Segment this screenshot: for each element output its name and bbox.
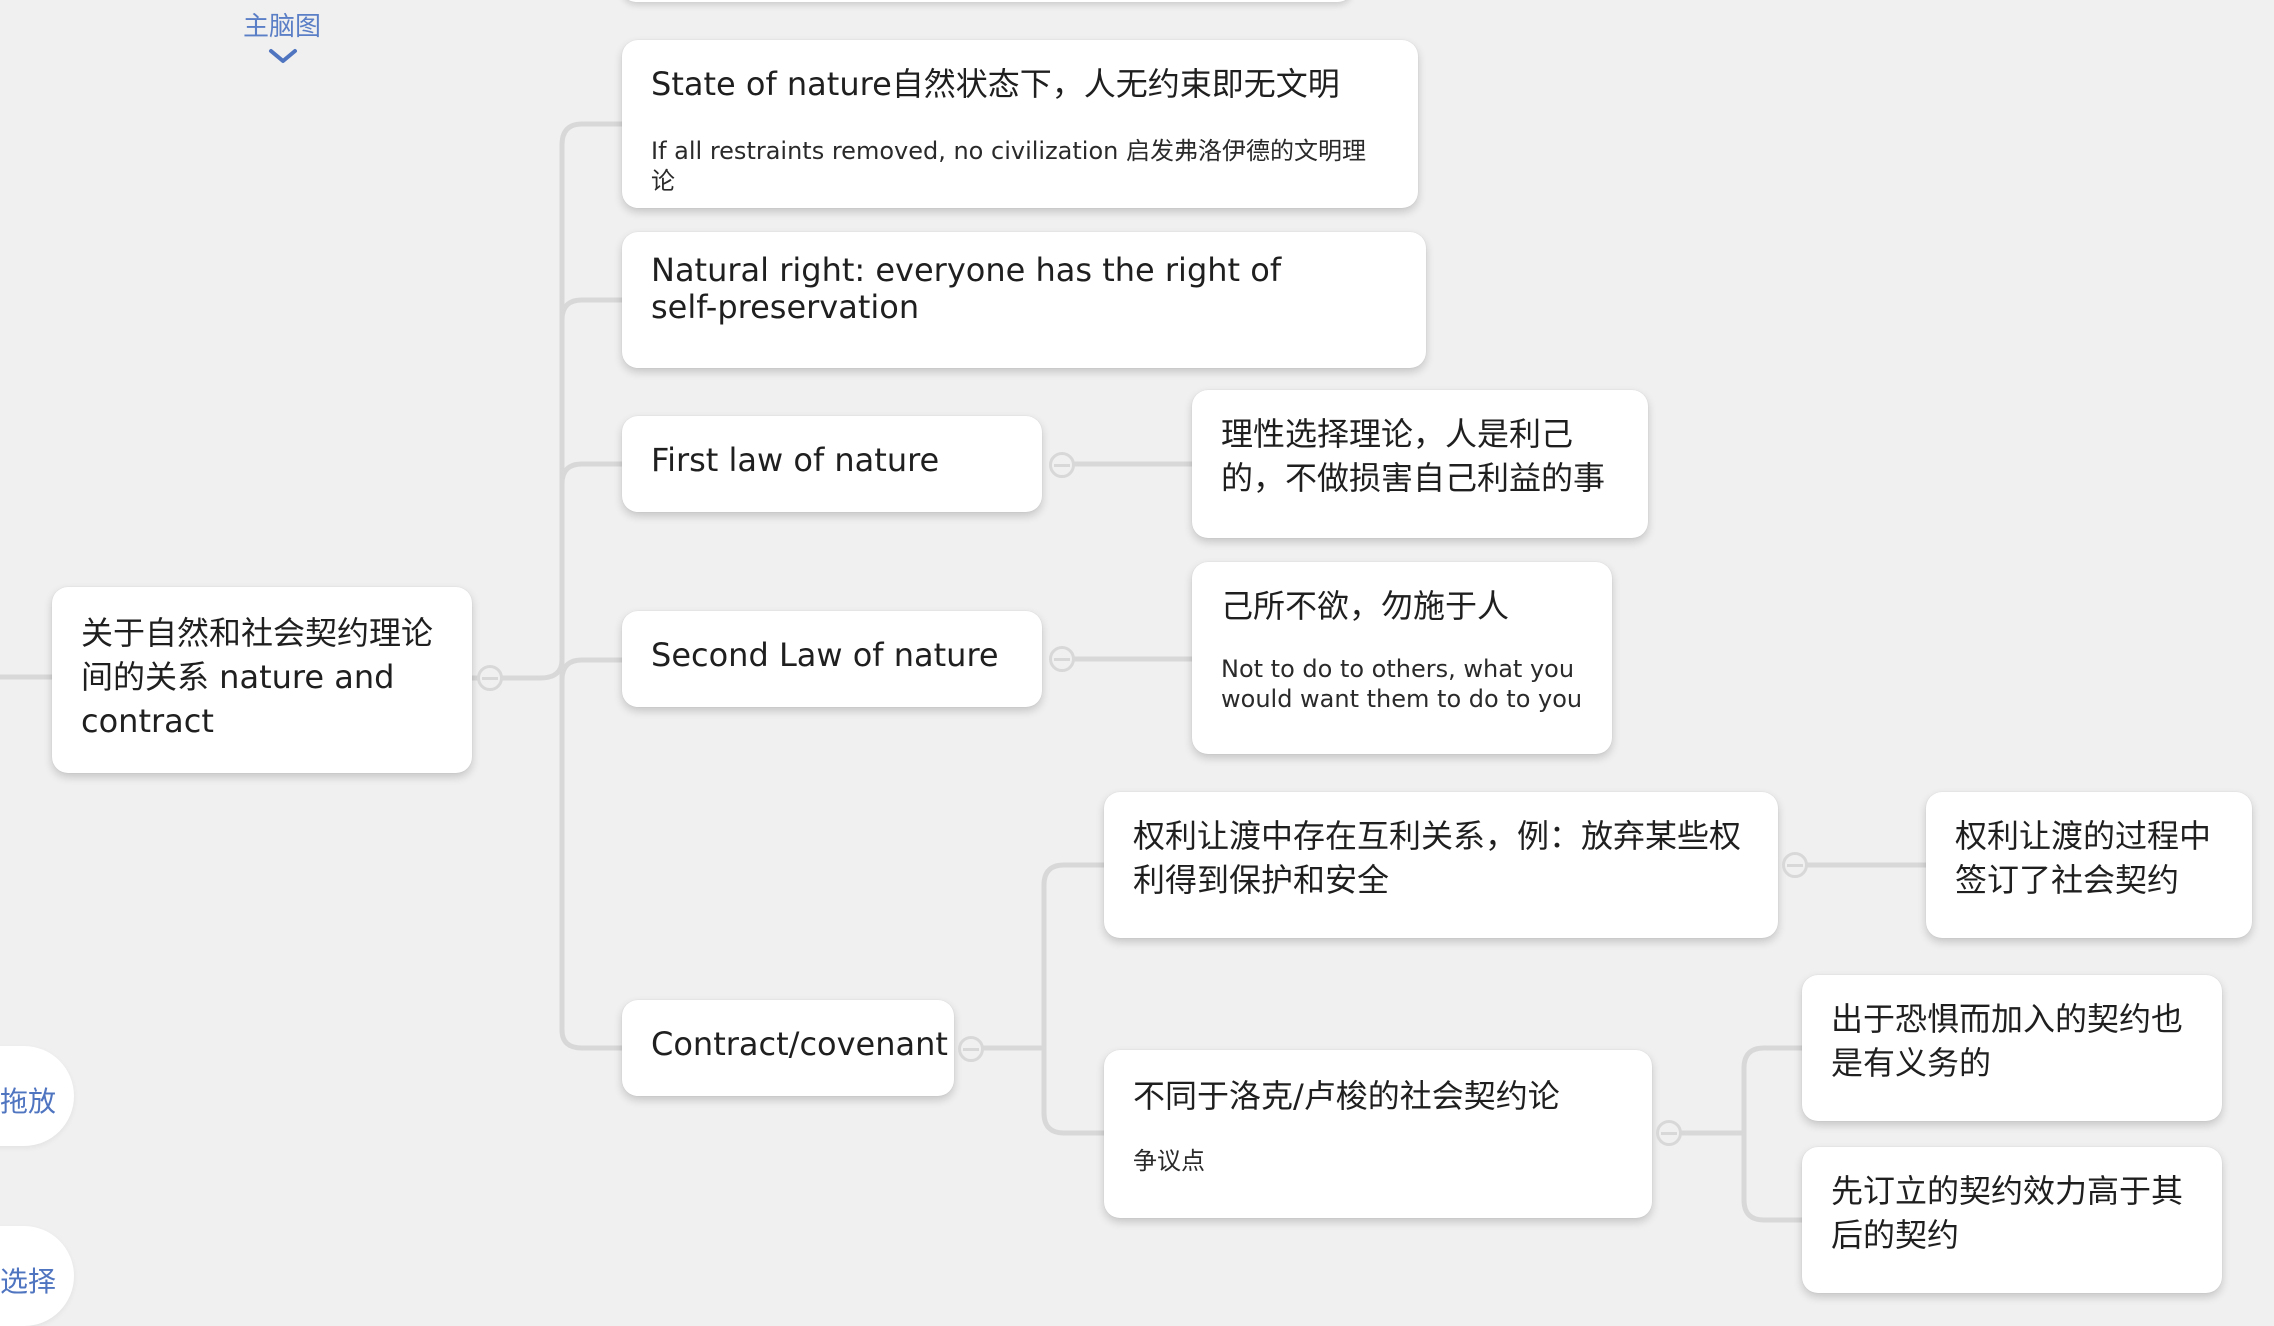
- root-collapse-toggle[interactable]: [477, 665, 503, 691]
- node-natural-right-title: Natural right: everyone has the right of…: [651, 251, 1282, 326]
- node-first-law[interactable]: First law of nature: [622, 416, 1042, 512]
- node-contract[interactable]: Contract/covenant: [622, 1000, 954, 1096]
- second-law-collapse-toggle[interactable]: [1049, 646, 1075, 672]
- node-state-of-nature[interactable]: State of nature自然状态下，人无约束即无文明 If all res…: [622, 40, 1418, 208]
- differs-collapse-toggle[interactable]: [1656, 1120, 1682, 1146]
- node-differs-child-1[interactable]: 出于恐惧而加入的契约也是有义务的: [1802, 975, 2222, 1121]
- node-differs-child-2[interactable]: 先订立的契约效力高于其后的契约: [1802, 1147, 2222, 1293]
- node-state-of-nature-note: If all restraints removed, no civilizati…: [651, 137, 1366, 195]
- node-differs-title: 不同于洛克/卢梭的社会契约论: [1133, 1077, 1560, 1115]
- first-law-collapse-toggle[interactable]: [1049, 452, 1075, 478]
- node-natural-right[interactable]: Natural right: everyone has the right of…: [622, 232, 1426, 368]
- node-second-law-child-note: Not to do to others, what you would want…: [1221, 655, 1583, 713]
- root-node[interactable]: 关于自然和社会契约理论间的关系 nature and contract: [52, 587, 472, 773]
- node-first-law-child-title: 理性选择理论，人是利己的，不做损害自己利益的事: [1221, 415, 1606, 497]
- node-differs-note: 争议点: [1133, 1147, 1205, 1175]
- node-differs-child-2-title: 先订立的契约效力高于其后的契约: [1831, 1172, 2184, 1254]
- drag-mode-label: 拖放: [0, 1085, 57, 1118]
- node-second-law-title: Second Law of nature: [651, 636, 999, 674]
- node-first-law-title: First law of nature: [651, 441, 940, 479]
- node-state-of-nature-title: State of nature自然状态下，人无约束即无文明: [651, 65, 1340, 103]
- node-reciprocity[interactable]: 权利让渡中存在互利关系，例：放弃某些权利得到保护和安全: [1104, 792, 1778, 938]
- node-second-law-child[interactable]: 己所不欲，勿施于人 Not to do to others, what you …: [1192, 562, 1612, 754]
- reciprocity-collapse-toggle[interactable]: [1782, 852, 1808, 878]
- node-reciprocity-child-title: 权利让渡的过程中签订了社会契约: [1955, 817, 2212, 899]
- main-map-label[interactable]: 主脑图: [243, 12, 322, 42]
- node-differs-child-1-title: 出于恐惧而加入的契约也是有义务的: [1831, 1000, 2184, 1082]
- root-node-label: 关于自然和社会契约理论间的关系 nature and contract: [81, 614, 434, 740]
- node-reciprocity-child[interactable]: 权利让渡的过程中签订了社会契约: [1926, 792, 2252, 938]
- partial-node-top: [622, 0, 1352, 2]
- node-second-law-child-title: 己所不欲，勿施于人: [1221, 587, 1510, 625]
- node-contract-title: Contract/covenant: [651, 1025, 948, 1063]
- node-second-law[interactable]: Second Law of nature: [622, 611, 1042, 707]
- node-reciprocity-title: 权利让渡中存在互利关系，例：放弃某些权利得到保护和安全: [1133, 817, 1742, 899]
- contract-collapse-toggle[interactable]: [958, 1036, 984, 1062]
- chevron-down-icon[interactable]: [268, 48, 298, 64]
- node-differs[interactable]: 不同于洛克/卢梭的社会契约论 争议点: [1104, 1050, 1652, 1218]
- node-first-law-child[interactable]: 理性选择理论，人是利己的，不做损害自己利益的事: [1192, 390, 1648, 538]
- select-mode-label: 选择: [0, 1265, 57, 1298]
